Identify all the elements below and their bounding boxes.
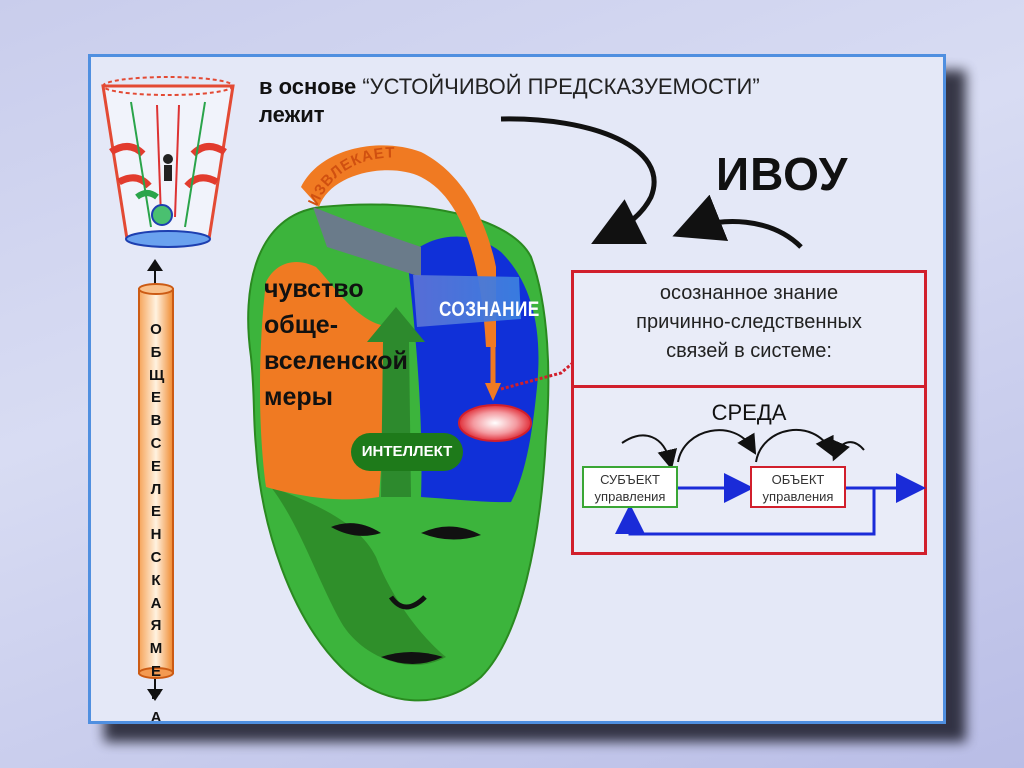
- object-label-line: ОБЪЕКТ: [771, 472, 825, 487]
- feeling-line: обще-: [264, 311, 339, 339]
- feeling-label: чувство обще- вселенской меры: [264, 271, 408, 415]
- universe-measure-label: ОБЩЕВСЕЛЕНСКАЯ МЕРА: [149, 321, 165, 724]
- callout-pointer: [500, 359, 576, 391]
- knowledge-line: осознанное знание: [659, 282, 839, 304]
- feeling-line: чувство: [264, 275, 364, 303]
- control-loop-diagram: [615, 428, 926, 536]
- control-object-box: ОБЪЕКТ управления: [750, 466, 846, 508]
- ivou-title: ИВОУ: [716, 148, 849, 200]
- knowledge-line: связей в системе:: [666, 340, 832, 362]
- feeling-line: меры: [264, 383, 334, 411]
- slide-header: в основе “УСТОЙЧИВОЙ ПРЕДСКАЗУЕМОСТИ” ле…: [259, 73, 879, 129]
- header-prefix: в основе: [259, 74, 357, 99]
- knowledge-box: осознанное знание причинно-следственных …: [571, 270, 927, 388]
- knowledge-line: причинно-следственных: [636, 311, 862, 333]
- intellect-badge: ИНТЕЛЛЕКТ: [351, 433, 463, 471]
- slide-frame: ИЗВЛЕКАЕТ в основе “УСТОЙЧИВОЙ ПРЕДСКАЗУ…: [88, 54, 946, 724]
- environment-box: СРЕДА СУБЪЕКТ управления ОБЪЕКТ: [571, 385, 927, 555]
- header-quote: “УСТОЙЧИВОЙ ПРЕДСКАЗУЕМОСТИ”: [362, 74, 760, 99]
- consciousness-label: СОЗНАНИЕ: [439, 298, 540, 321]
- header-suffix: лежит: [259, 102, 325, 127]
- consciousness-band: [413, 275, 521, 327]
- control-subject-box: СУБЪЕКТ управления: [582, 466, 678, 508]
- universe-cup-icon: [101, 76, 235, 248]
- subject-label-line: управления: [594, 489, 666, 504]
- subject-label-line: СУБЪЕКТ: [600, 472, 660, 487]
- svg-text:ИЗВЛЕКАЕТ: ИЗВЛЕКАЕТ: [305, 144, 396, 208]
- universe-measure-tube: [138, 259, 174, 701]
- extracts-label: ИЗВЛЕКАЕТ: [305, 144, 395, 208]
- pointer-arrows: [500, 116, 803, 249]
- extracts-label-layer: ИЗВЛЕКАЕТ: [305, 144, 396, 208]
- environment-title: СРЕДА: [711, 400, 787, 425]
- object-label-line: управления: [762, 489, 834, 504]
- feeling-line: вселенской: [264, 347, 408, 375]
